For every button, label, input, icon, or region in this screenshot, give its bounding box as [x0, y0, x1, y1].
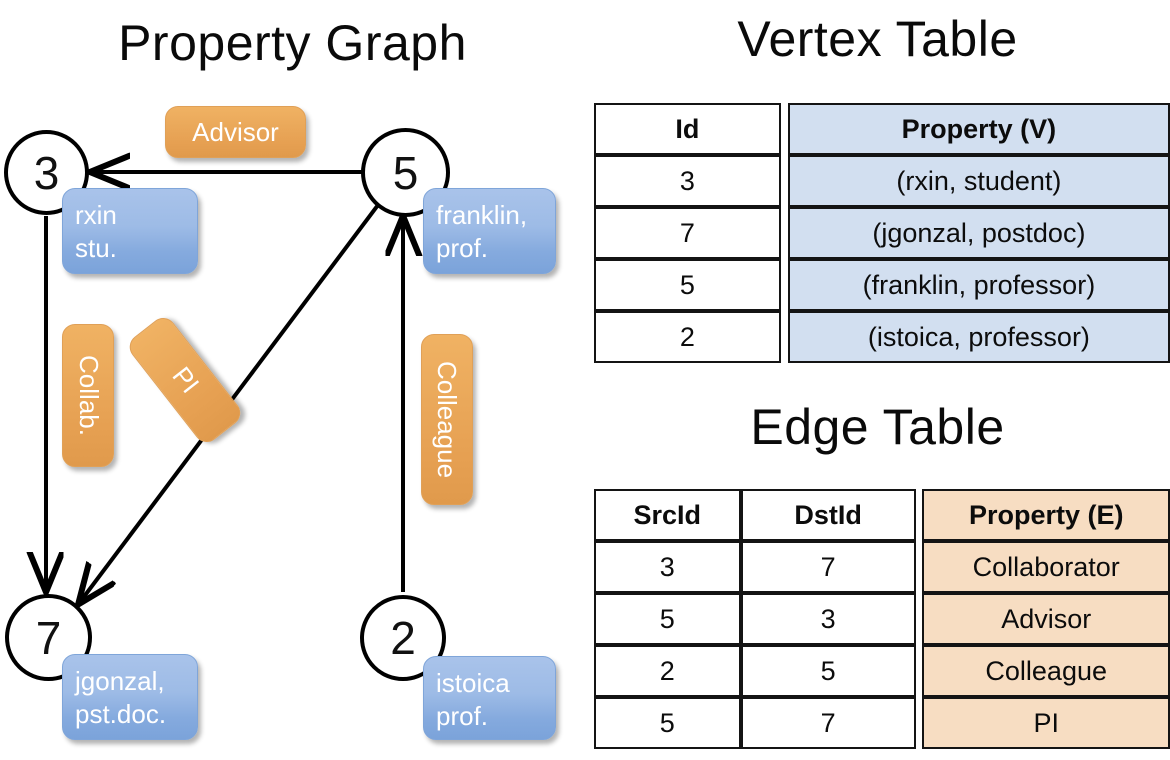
- edge-table-column-gap: [916, 593, 923, 645]
- vertex-property-istoica-line1: istoica: [436, 668, 510, 698]
- edge-property-box-collab: Collab.: [62, 324, 114, 467]
- vertex-property-istoica-line2: prof.: [436, 701, 489, 732]
- table-row[interactable]: 7 (jgonzal, postdoc): [594, 207, 1170, 259]
- edge-table-header-srcid: SrcId: [594, 489, 741, 541]
- vertex-table-column-gap: [781, 103, 788, 155]
- vertex-row-1-property: (jgonzal, postdoc): [787, 207, 1170, 259]
- edge-table-column-gap: [916, 697, 923, 749]
- graph-node-5-label: 5: [392, 146, 419, 199]
- edge-property-pi-text: PI: [166, 360, 205, 399]
- edge-row-3-dst: 7: [740, 697, 916, 749]
- vertex-property-box-franklin: franklin, prof.: [423, 188, 556, 274]
- edge-table-header-property: Property (E): [922, 489, 1170, 541]
- edge-table-column-gap: [916, 645, 923, 697]
- edge-table-column-gap: [916, 489, 923, 541]
- table-row[interactable]: 2 (istoica, professor): [594, 311, 1170, 363]
- vertex-row-3-property: (istoica, professor): [787, 311, 1170, 363]
- vertex-property-box-rxin: rxin stu.: [62, 188, 198, 274]
- graph-node-3-label: 3: [33, 146, 60, 199]
- vertex-property-rxin-line1: rxin: [75, 200, 117, 230]
- edge-property-colleague-text: Colleague: [432, 360, 463, 479]
- edge-row-2-dst: 5: [740, 645, 916, 697]
- edge-property-advisor-text: Advisor: [192, 116, 279, 147]
- vertex-table-header-row: Id Property (V): [594, 103, 1170, 155]
- edge-row-3-property: PI: [922, 697, 1170, 749]
- page-title-edge-table: Edge Table: [750, 399, 1005, 455]
- property-graph-diagram: 3 5 7 2 rxin stu. franklin, prof. jgonza…: [4, 106, 556, 740]
- edge-row-3-src: 5: [594, 697, 741, 749]
- table-row[interactable]: 2 5 Colleague: [594, 645, 1170, 697]
- vertex-property-jgonzal-line1: jgonzal,: [75, 666, 165, 696]
- table-row[interactable]: 5 7 PI: [594, 697, 1170, 749]
- vertex-row-2-property: (franklin, professor): [787, 259, 1170, 311]
- page-title-vertex-table: Vertex Table: [737, 11, 1018, 67]
- vertex-property-rxin-line2: stu.: [75, 233, 117, 264]
- vertex-table: Id Property (V) 3 (rxin, student) 7 (jgo…: [594, 103, 1170, 363]
- vertex-table-header-property: Property (V): [787, 103, 1170, 155]
- vertex-property-jgonzal-line2: pst.doc.: [75, 699, 167, 730]
- table-row[interactable]: 5 (franklin, professor): [594, 259, 1170, 311]
- edge-property-collab-text: Collab.: [73, 355, 104, 436]
- edge-row-1-src: 5: [594, 593, 741, 645]
- edge-row-2-property: Colleague: [922, 645, 1170, 697]
- graph-node-2[interactable]: 2: [360, 595, 446, 681]
- vertex-row-1-id: 7: [594, 207, 781, 259]
- edge-property-box-colleague: Colleague: [421, 334, 473, 505]
- edge-row-0-property: Collaborator: [922, 541, 1170, 593]
- vertex-table-column-gap: [781, 259, 788, 311]
- edge-table: SrcId DstId Property (E) 3 7 Collaborato…: [594, 489, 1170, 749]
- edge-row-0-src: 3: [594, 541, 741, 593]
- table-row[interactable]: 5 3 Advisor: [594, 593, 1170, 645]
- edge-row-2-src: 2: [594, 645, 741, 697]
- vertex-row-3-id: 2: [594, 311, 781, 363]
- table-row[interactable]: 3 7 Collaborator: [594, 541, 1170, 593]
- vertex-property-box-istoica: istoica prof.: [423, 656, 556, 740]
- edge-table-column-gap: [916, 541, 923, 593]
- vertex-row-0-property: (rxin, student): [787, 155, 1170, 207]
- page-title-property-graph: Property Graph: [118, 15, 467, 71]
- vertex-property-franklin-line2: prof.: [436, 233, 489, 264]
- edge-row-1-property: Advisor: [922, 593, 1170, 645]
- graph-node-2-label: 2: [390, 612, 416, 664]
- vertex-property-box-jgonzal: jgonzal, pst.doc.: [62, 654, 198, 740]
- edge-table-header-dstid: DstId: [740, 489, 916, 541]
- edge-row-1-dst: 3: [740, 593, 916, 645]
- vertex-table-column-gap: [781, 155, 788, 207]
- vertex-table-column-gap: [781, 311, 788, 363]
- table-row[interactable]: 3 (rxin, student): [594, 155, 1170, 207]
- vertex-property-franklin-line1: franklin,: [436, 200, 528, 230]
- edge-table-header-row: SrcId DstId Property (E): [594, 489, 1170, 541]
- edge-row-0-dst: 7: [740, 541, 916, 593]
- vertex-table-column-gap: [781, 207, 788, 259]
- graph-node-7-label: 7: [35, 611, 62, 664]
- vertex-row-0-id: 3: [594, 155, 781, 207]
- edge-property-box-advisor: Advisor: [165, 106, 306, 158]
- vertex-table-header-id: Id: [594, 103, 781, 155]
- vertex-row-2-id: 5: [594, 259, 781, 311]
